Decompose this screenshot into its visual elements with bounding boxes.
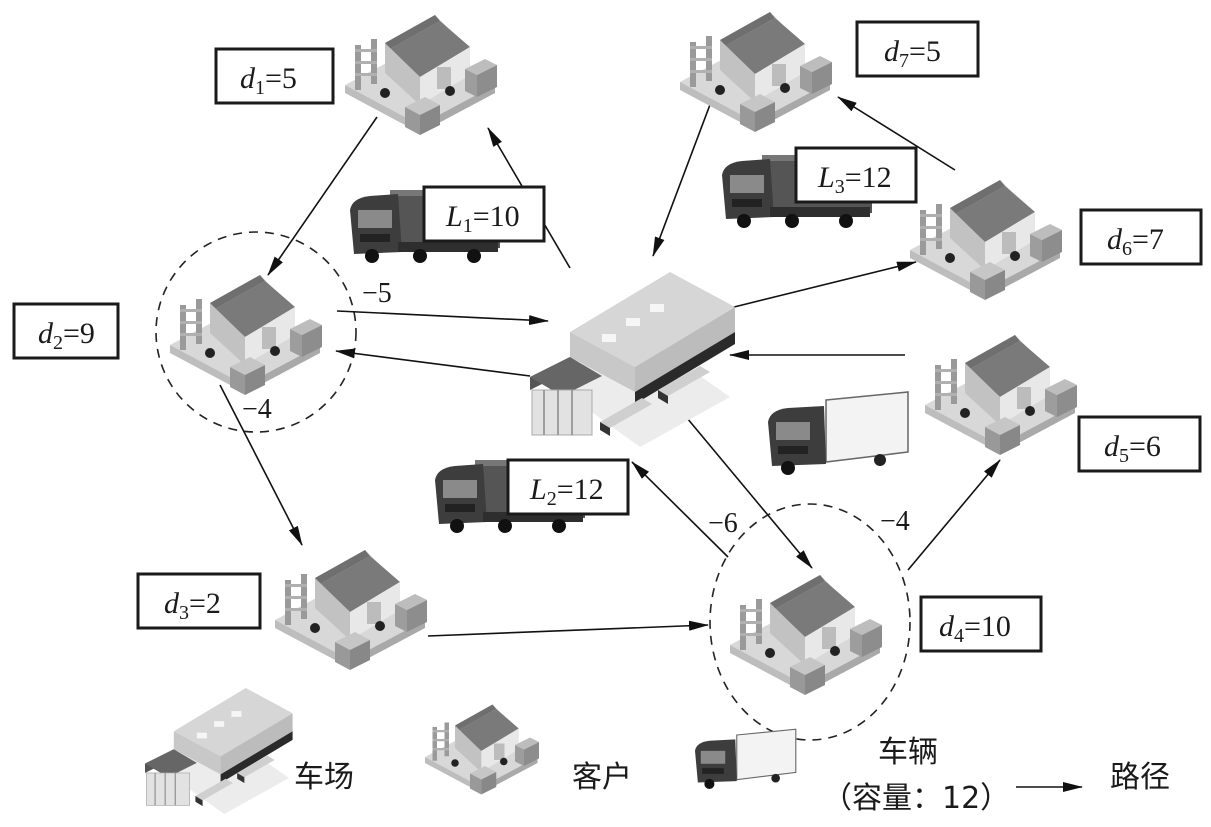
route-depot-to-c6 <box>721 261 917 311</box>
spare-truck-icon <box>767 391 909 476</box>
legend-depot-icon <box>144 687 294 815</box>
svg-text:d5=6: d5=6 <box>1104 430 1161 467</box>
demand-label-6: d6=7 <box>1079 208 1203 266</box>
delta-c4-to-depot: −6 <box>708 508 738 539</box>
route-c1-to-c2 <box>267 116 378 276</box>
route-depot-to-c2 <box>335 348 531 377</box>
svg-text:d1=5: d1=5 <box>240 62 297 99</box>
customer-7-icon <box>680 12 832 132</box>
routes <box>219 96 1001 637</box>
svg-text:d7=5: d7=5 <box>884 35 941 72</box>
legend-vehicle-label: 车辆 <box>878 735 938 770</box>
customer-6-icon <box>910 180 1062 300</box>
svg-text:d6=7: d6=7 <box>1107 223 1164 260</box>
demand-label-7: d7=5 <box>855 20 980 78</box>
route-c2-to-depot <box>336 310 549 326</box>
demand-label-5: d5=6 <box>1077 415 1202 473</box>
dashed-circle-customer-2 <box>155 231 357 433</box>
svg-text:d4=10: d4=10 <box>939 610 1011 647</box>
dashed-circle-customer-4 <box>709 503 911 741</box>
legend-vehicle-icon <box>694 728 797 790</box>
delta-c2-to-depot: −5 <box>362 278 392 309</box>
customer-4-icon <box>730 575 882 695</box>
svg-text:d2=9: d2=9 <box>38 317 95 354</box>
route-c6-to-c7 <box>837 96 956 171</box>
customer-3-icon <box>275 550 427 670</box>
delta-c2-to-c3: −4 <box>242 394 272 425</box>
svg-text:L1=10: L1=10 <box>445 200 520 237</box>
route-c4-to-c5 <box>907 459 1001 571</box>
route-c3-to-c4 <box>427 620 709 637</box>
svg-text:d3=2: d3=2 <box>164 587 221 624</box>
demand-label-3: d3=2 <box>136 572 262 630</box>
vehicle-load-label-3: L3=12 <box>794 146 918 204</box>
depot-icon <box>529 271 736 448</box>
route-c2-to-c3 <box>219 384 303 546</box>
customer-5-icon <box>925 335 1077 455</box>
svg-text:L2=12: L2=12 <box>529 473 604 510</box>
legend-vehicle-capacity: （容量：12） <box>822 781 1010 816</box>
route-c7-to-depot <box>652 101 712 257</box>
legend-route-label: 路径 <box>1110 760 1170 795</box>
route-c4-to-depot <box>631 461 729 558</box>
legend-customer-icon <box>425 704 539 795</box>
route-depot-to-c4 <box>686 417 813 569</box>
svg-text:L3=12: L3=12 <box>817 161 892 198</box>
legend-customer-label: 客户 <box>572 760 632 795</box>
demand-label-4: d4=10 <box>919 595 1043 653</box>
demand-label-2: d2=9 <box>12 302 120 360</box>
demand-label-1: d1=5 <box>214 47 335 105</box>
vehicle-load-label-1: L1=10 <box>422 185 546 243</box>
customer-1-icon <box>345 15 497 135</box>
delta-c4-to-c5: −4 <box>880 506 910 537</box>
legend: 车场 客户 车辆 （容量：12） 路径 <box>144 687 1170 816</box>
customer-2-icon <box>170 275 322 395</box>
legend-depot-label: 车场 <box>294 760 354 795</box>
vehicle-load-label-2: L2=12 <box>506 458 630 516</box>
